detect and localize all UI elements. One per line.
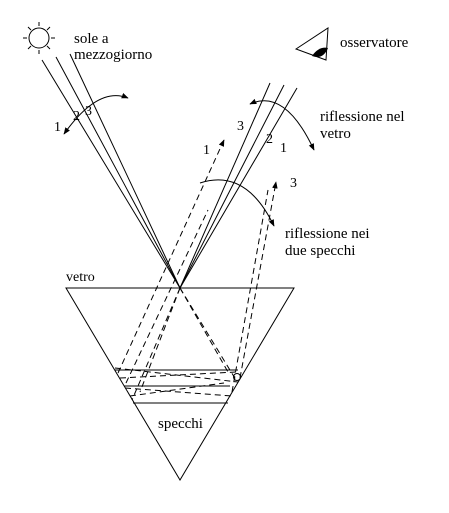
- eye-icon: [294, 27, 329, 61]
- glass-prism: [65, 287, 295, 481]
- glass-ray-label-2: 2: [266, 132, 273, 147]
- internal-ray-paths: [114, 287, 241, 401]
- incoming-ray-label-2: 2: [73, 109, 80, 124]
- mirrors-label: specchi: [158, 416, 203, 432]
- glass-reflected-rays: [179, 82, 298, 289]
- mirror-ray-1: [117, 139, 225, 374]
- glass-reflection-angle-arc: [249, 98, 315, 151]
- glass-ray-1: [179, 87, 298, 289]
- glass-ray-label-3: 3: [237, 119, 244, 134]
- reflection-mirrors-label-line2: due specchi: [285, 243, 355, 259]
- glass-label: vetro: [66, 270, 95, 285]
- glass-ray-2: [179, 84, 285, 289]
- mirror-reflected-rays: [117, 139, 278, 393]
- sun-icon: [23, 22, 55, 54]
- observer-label: osservatore: [340, 35, 409, 51]
- glass-ray-3: [179, 82, 271, 289]
- reflection-glass-label-line1: riflessione nel: [320, 109, 405, 125]
- glass-ray-label-1: 1: [280, 141, 287, 156]
- mirror-ray-3: [239, 181, 278, 379]
- incoming-ray-1: [41, 59, 181, 289]
- sun-label-line1: sole a: [74, 31, 109, 47]
- incidence-angle-arc: [63, 93, 129, 135]
- mirror-ray-label-3: 3: [290, 176, 297, 191]
- reflection-glass-label-line2: vetro: [320, 126, 351, 142]
- incoming-ray-label-3: 3: [85, 104, 92, 119]
- incoming-ray-3: [69, 53, 181, 289]
- mirror-reflection-angle-arc: [199, 179, 275, 227]
- reflection-mirrors-label-line1: riflessione nei: [285, 226, 370, 242]
- sun-label-line2: mezzogiorno: [74, 47, 152, 63]
- incoming-ray-label-1: 1: [54, 120, 61, 135]
- incoming-rays: [41, 53, 181, 289]
- incoming-ray-2: [55, 56, 181, 289]
- mirror-ray-label-1: 1: [203, 143, 210, 158]
